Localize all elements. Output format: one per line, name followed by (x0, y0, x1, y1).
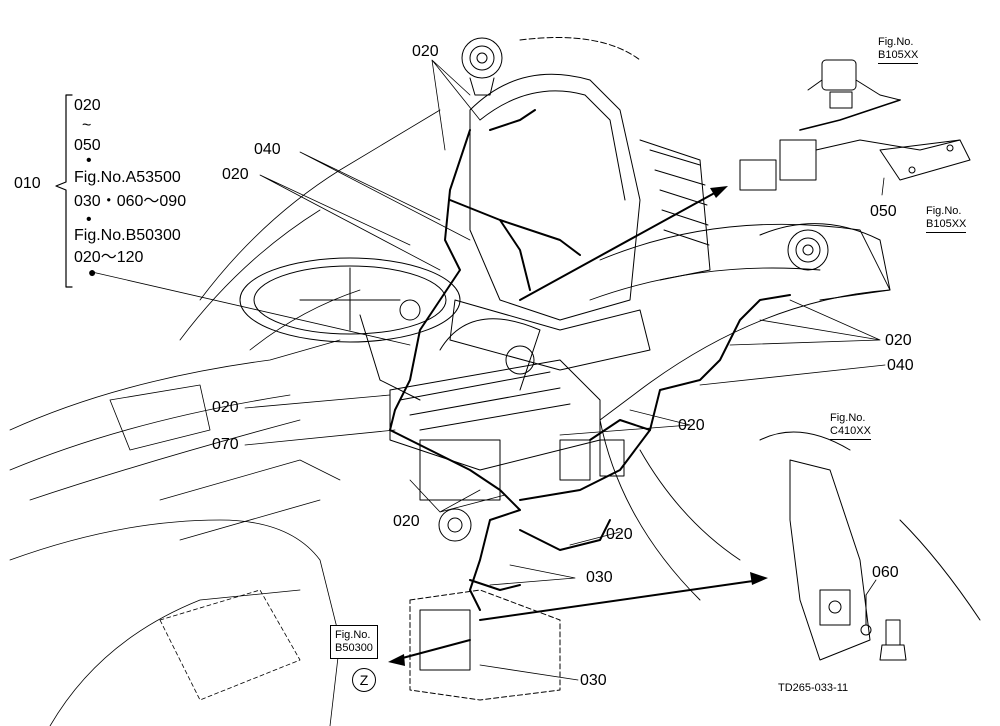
callout-020-bottom-mid: 020 (606, 526, 633, 543)
legend-line-4: • (86, 152, 92, 169)
fig-ref-number: B105XX (926, 218, 967, 233)
legend-main-code: 010 (14, 175, 41, 192)
legend-bracket (55, 94, 73, 288)
callout-020-bottom-left: 020 (393, 513, 420, 530)
legend-line-6: 030・060～090 (74, 193, 187, 210)
callout-020-right-top: 020 (885, 332, 912, 349)
bolt-060 (860, 594, 907, 661)
fig-ref-number: B105XX (878, 49, 919, 64)
beacon-light-left (461, 37, 503, 96)
callout-070: 070 (212, 436, 239, 453)
legend-line-8: Fig.No.B50300 (74, 227, 181, 244)
legend-line-5: Fig.No.A53500 (74, 169, 181, 186)
hood-outline (9, 109, 441, 726)
reference-arrows (394, 189, 761, 661)
lower-module (409, 439, 625, 701)
leader-lines (91, 59, 886, 681)
legend-line-9: 020～120 (74, 249, 144, 266)
dashboard-console (389, 299, 601, 501)
legend-line-7: • (86, 211, 92, 228)
fig-ref-number: C410XX (830, 425, 871, 440)
beacon-light-right (759, 223, 891, 301)
legend-line-3: 050 (74, 137, 101, 154)
bracket-c410 (759, 431, 981, 661)
fig-ref-label: Fig.No. (335, 629, 371, 641)
legend-line-2: ~ (82, 117, 92, 134)
seat (449, 37, 711, 371)
callout-030-mid: 030 (586, 569, 613, 586)
callout-020-left: 020 (222, 166, 249, 183)
callout-020-top: 020 (412, 43, 439, 60)
drawing-code: TD265-033-11 (778, 682, 849, 694)
callout-040-right: 040 (887, 357, 914, 374)
callout-030-bottom: 030 (580, 672, 607, 689)
arrow-heads (388, 186, 768, 666)
callout-020-right-mid: 020 (678, 417, 705, 434)
fender-right (589, 223, 891, 601)
fig-ref-b105-top: Fig.No. B105XX (878, 36, 919, 64)
legend-dot: ● (88, 264, 97, 280)
fig-ref-label: Fig.No. (878, 36, 914, 48)
callout-050: 050 (870, 203, 897, 220)
fig-ref-c410: Fig.No. C410XX (830, 412, 871, 440)
legend-line-1: 020 (74, 97, 101, 114)
callout-060: 060 (872, 564, 899, 581)
wiring-harness (389, 99, 901, 611)
steering-wheel (239, 257, 461, 401)
callout-040-left: 040 (254, 141, 281, 158)
view-marker-z: Z (352, 668, 376, 692)
callout-020-mid-left: 020 (212, 399, 239, 416)
fig-ref-b503: Fig.No. B50300 (330, 625, 378, 659)
fig-ref-number: B50300 (335, 642, 373, 654)
fig-ref-label: Fig.No. (830, 412, 866, 424)
fig-ref-b105-right: Fig.No. B105XX (926, 205, 967, 233)
fig-ref-label: Fig.No. (926, 205, 962, 217)
relay-unit-top (739, 59, 971, 191)
